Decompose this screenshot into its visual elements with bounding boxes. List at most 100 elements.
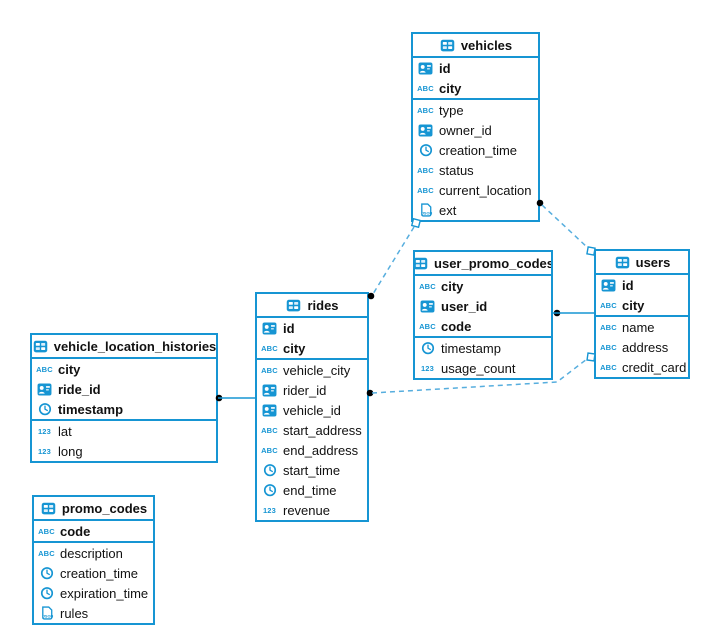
123-icon: 123: [262, 505, 277, 515]
field-name: description: [60, 545, 123, 561]
field-row-id[interactable]: id: [413, 58, 538, 78]
table-header[interactable]: rides: [257, 294, 367, 318]
field-name: type: [439, 102, 464, 118]
table-header[interactable]: users: [596, 251, 688, 275]
field-name: creation_time: [439, 142, 518, 158]
field-row-current_location[interactable]: ABC current_location: [413, 180, 538, 200]
table-header[interactable]: vehicles: [413, 34, 538, 58]
field-name: id: [439, 60, 451, 76]
clock-icon: [261, 483, 278, 497]
field-row-expiration_time[interactable]: expiration_time: [34, 583, 153, 603]
field-name: end_address: [283, 442, 359, 458]
table-header[interactable]: promo_codes: [34, 497, 153, 521]
field-name: vehicle_city: [283, 362, 351, 378]
table-title: users: [635, 254, 671, 270]
field-row-ride_id[interactable]: ride_id: [32, 379, 216, 399]
field-row-start_time[interactable]: start_time: [257, 460, 367, 480]
field-name: city: [622, 297, 645, 313]
field-name: creation_time: [60, 565, 139, 581]
field-row-creation_time[interactable]: creation_time: [413, 140, 538, 160]
field-row-id[interactable]: id: [596, 275, 688, 295]
uuid-icon: [261, 321, 278, 335]
field-row-vehicle_id[interactable]: vehicle_id: [257, 400, 367, 420]
field-row-id[interactable]: id: [257, 318, 367, 338]
abc-icon: ABC: [261, 445, 278, 455]
abc-icon: ABC: [419, 321, 436, 331]
field-name: ride_id: [58, 381, 101, 397]
table-title: vehicle_location_histories: [53, 338, 216, 354]
field-name: vehicle_id: [283, 402, 341, 418]
field-name: usage_count: [441, 360, 516, 376]
field-name: city: [58, 361, 81, 377]
field-name: user_id: [441, 298, 488, 314]
field-name: address: [622, 339, 669, 355]
field-row-rider_id[interactable]: rider_id: [257, 380, 367, 400]
field-name: code: [60, 523, 91, 539]
field-row-timestamp[interactable]: timestamp: [32, 399, 216, 419]
field-name: timestamp: [441, 340, 501, 356]
table-icon: [40, 501, 57, 516]
uuid-icon: [261, 383, 278, 397]
abc-icon: ABC: [261, 425, 278, 435]
field-row-end_time[interactable]: end_time: [257, 480, 367, 500]
uuid-icon: [419, 299, 436, 313]
svg-text:JSON: JSON: [421, 212, 432, 216]
field-row-vehicle_city[interactable]: ABC vehicle_city: [257, 360, 367, 380]
field-row-user_id[interactable]: user_id: [415, 296, 551, 316]
field-name: rider_id: [283, 382, 327, 398]
uuid-icon: [417, 61, 434, 75]
table-icon: [285, 298, 302, 313]
table-icon: [32, 339, 49, 354]
uuid-icon: [261, 403, 278, 417]
clock-icon: [38, 586, 55, 600]
field-row-owner_id[interactable]: owner_id: [413, 120, 538, 140]
abc-icon: ABC: [417, 185, 434, 195]
abc-icon: ABC: [417, 83, 434, 93]
field-row-city[interactable]: ABC city: [413, 78, 538, 98]
field-row-timestamp[interactable]: timestamp: [415, 338, 551, 358]
field-name: current_location: [439, 182, 532, 198]
abc-icon: ABC: [417, 165, 434, 175]
123-icon: 123: [37, 446, 52, 456]
table-header[interactable]: user_promo_codes: [415, 252, 551, 276]
field-row-end_address[interactable]: ABC end_address: [257, 440, 367, 460]
field-name: end_time: [283, 482, 337, 498]
field-row-creation_time[interactable]: creation_time: [34, 563, 153, 583]
field-name: city: [439, 80, 462, 96]
table-header[interactable]: vehicle_location_histories: [32, 335, 216, 359]
uuid-icon: [417, 123, 434, 137]
abc-icon: ABC: [261, 365, 278, 375]
abc-icon: ABC: [419, 281, 436, 291]
